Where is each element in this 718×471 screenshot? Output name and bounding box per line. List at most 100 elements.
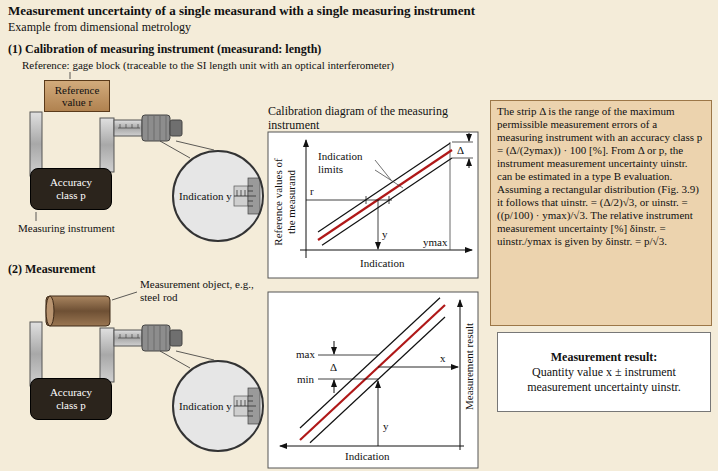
calibration-chart <box>378 200 379 249</box>
calibration-chart <box>318 150 452 240</box>
magnifier-lens <box>172 150 264 242</box>
measurement-chart <box>334 380 335 393</box>
gage-block: Reference value r <box>44 80 110 112</box>
reference-label: Reference: gage block (traceable to the … <box>22 59 394 72</box>
value-label: max <box>296 348 315 361</box>
leader-line <box>112 292 137 300</box>
node-text: Indication y <box>178 190 233 203</box>
measurement-chart <box>318 355 378 356</box>
delta-label: Δ <box>330 361 337 374</box>
micrometer-drawing <box>132 124 133 128</box>
magnifier-circle: Indication y <box>172 360 264 452</box>
zoom-line <box>176 141 214 150</box>
measurement-chart <box>318 379 378 380</box>
micrometer-drawing <box>241 190 242 196</box>
explanation-box: The strip Δ is the range of the maximum … <box>490 100 712 326</box>
instrument-body: Accuracy class p <box>30 378 112 420</box>
node-text: Indication y <box>178 400 233 413</box>
micrometer-drawing <box>248 196 256 197</box>
calibration-chart <box>366 196 367 204</box>
axis-label: Measurement result <box>463 323 476 410</box>
calibration-chart <box>389 196 390 204</box>
leader-line <box>70 72 71 79</box>
node-text: Accuracy class p <box>39 386 103 412</box>
micrometer-drawing <box>118 128 140 129</box>
steel-rod <box>46 296 110 326</box>
part-label: Measuring instrument <box>18 222 115 235</box>
calibration-chart <box>452 158 473 159</box>
section-heading: (2) Measurement <box>8 262 95 276</box>
measurement-chart <box>460 300 461 450</box>
axis-label: Indication <box>360 257 405 270</box>
measurement-chart <box>300 305 445 440</box>
value-label: r <box>310 185 314 198</box>
micrometer-drawing <box>248 191 253 192</box>
sleeve <box>114 120 142 136</box>
chart-title: Calibration diagram of the measuring ins… <box>268 104 473 132</box>
micrometer-drawing <box>245 190 246 196</box>
measurement-chart <box>268 292 478 468</box>
instrument-body: Accuracy class p <box>30 168 112 210</box>
calibration-chart <box>268 132 478 278</box>
node-text: Reference value r <box>47 84 107 108</box>
micrometer-drawing <box>248 206 253 207</box>
node-text: Quantity value x ± instrument measuremen… <box>504 365 704 395</box>
micrometer-drawing <box>126 124 127 128</box>
axis-label: Reference values of the measurand <box>272 152 298 252</box>
value-label: x <box>440 352 446 365</box>
measurement-chart <box>268 292 478 468</box>
micrometer-drawing <box>30 322 264 452</box>
value-label: ymax <box>423 236 447 249</box>
value-label: y <box>382 228 388 241</box>
steel-rod-end <box>46 296 54 326</box>
calibration-chart <box>450 142 451 250</box>
thimble <box>142 115 170 141</box>
measurement-chart <box>300 298 440 428</box>
measurement-chart <box>334 341 335 354</box>
value-label: min <box>297 373 314 386</box>
calibration-chart <box>306 200 392 201</box>
micrometer-drawing <box>120 124 121 128</box>
calibration-chart <box>469 159 470 168</box>
diagram-title: Measurement uncertainty of a single meas… <box>8 3 475 18</box>
leader-line <box>36 212 37 221</box>
ratchet <box>170 120 182 136</box>
measurement-chart <box>310 317 445 443</box>
section-heading: (1) Calibration of measuring instrument … <box>8 42 321 56</box>
calibration-chart <box>306 140 307 258</box>
micrometer-drawing <box>148 116 149 140</box>
node-text: Accuracy class p <box>39 176 103 202</box>
micrometer-drawing <box>138 124 139 128</box>
node-text: The strip Δ is the range of the maximum … <box>497 105 705 248</box>
node-text: Measurement result: <box>504 350 704 365</box>
scale-sleeve <box>234 186 248 206</box>
measurement-chart <box>378 381 379 446</box>
calibration-chart <box>452 142 473 143</box>
calibration-chart <box>469 133 470 141</box>
delta-label: Δ <box>457 144 464 157</box>
magnifier-circle: Indication y <box>172 150 264 242</box>
subtitle: Example from dimensional metrology <box>8 20 191 34</box>
anvil-post <box>30 112 42 176</box>
scale-thimble <box>248 178 260 214</box>
calibration-chart <box>375 170 403 188</box>
result-box: Measurement result:Quantity value x ± in… <box>497 332 711 412</box>
micrometer-drawing <box>160 116 161 140</box>
calibration-chart <box>268 132 478 278</box>
measurement-chart <box>378 367 458 368</box>
micrometer-drawing <box>248 201 253 202</box>
frame-arm <box>100 118 114 172</box>
part-label: Measurement object, e.g., steel rod <box>140 278 262 304</box>
limits-label: Indication limits <box>318 150 374 176</box>
micrometer-drawing <box>237 190 238 196</box>
axis-label: Indication <box>345 450 390 463</box>
measurement-chart <box>280 446 464 447</box>
micrometer-drawing <box>248 186 253 187</box>
micrometer-drawing <box>154 116 155 140</box>
micrometer-drawing <box>166 116 167 140</box>
calibration-chart <box>318 143 450 232</box>
calibration-chart <box>375 160 391 180</box>
value-label: y <box>383 420 389 433</box>
calibration-chart <box>300 250 472 251</box>
